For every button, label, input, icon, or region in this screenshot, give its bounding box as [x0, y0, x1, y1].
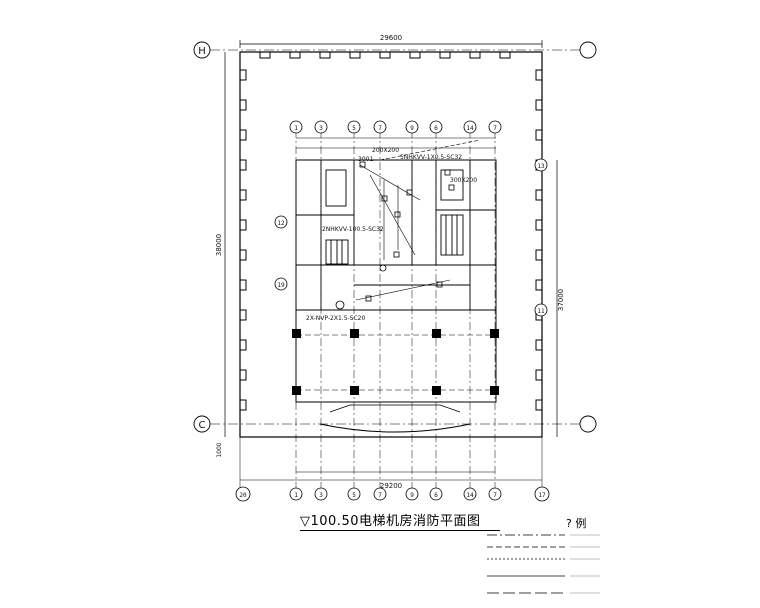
grid-top-label: 7 — [493, 125, 497, 132]
drawing-title: ▽100.50电梯机房消防平面图 — [300, 510, 500, 531]
grid-top-label: 14 — [466, 125, 474, 132]
dim-bottom: 29200 — [380, 482, 402, 490]
grid-top-label: 1 — [294, 125, 298, 132]
grid-right-label: 11 — [537, 308, 545, 315]
grid-left-label: 12 — [277, 220, 285, 227]
equipment-label-2: 200X200 — [372, 147, 399, 154]
grid-top-label: 5 — [352, 125, 356, 132]
grid-label-c: C — [199, 420, 206, 431]
grid-bottom-label: 1 — [294, 492, 298, 499]
grid-bottom-label: 20 — [239, 492, 247, 499]
dim-left: 38000 — [215, 234, 223, 256]
grid-bottom-label: 14 — [466, 492, 474, 499]
legend-title: ? 例 — [566, 517, 587, 530]
grid-bottom-label: 7 — [493, 492, 497, 499]
grid-label-h: H — [198, 46, 206, 57]
building-outline — [239, 51, 543, 438]
grid-bottom-label: 3 — [319, 492, 323, 499]
grid-bubble-c — [193, 415, 211, 433]
grid-bottom-label: 6 — [434, 492, 438, 499]
grid-top-label: 7 — [378, 125, 382, 132]
grid-top-label: 9 — [410, 125, 414, 132]
grid-bottom-label: 17 — [538, 492, 546, 499]
grid-bottom-label: 5 — [352, 492, 356, 499]
cable-label-2: 5NHKVV-1X0.5-SC32 — [400, 154, 462, 161]
grid-bottom-label: 9 — [410, 492, 414, 499]
structural-columns — [292, 329, 499, 395]
dim-top: 29600 — [380, 34, 402, 42]
equipment-label-1: 3001 — [358, 156, 373, 163]
equipment-label-3: 300X200 — [450, 177, 477, 184]
cable-label-1: 2NHKVV-100.5-SC32 — [322, 226, 384, 233]
grid-bubble-h — [193, 41, 211, 59]
dim-right: 37000 — [557, 289, 565, 311]
left-wall-notches — [240, 52, 542, 411]
lower-hall — [295, 309, 497, 403]
cable-label-3: 2X-NVP-2X1.5-SC20 — [306, 315, 365, 322]
grid-right-label: 13 — [537, 163, 545, 170]
grid-left-label: 19 — [277, 282, 285, 289]
grid-top-label: 3 — [319, 125, 323, 132]
grid-top-label: 6 — [434, 125, 438, 132]
dim-left-small: 1000 — [216, 442, 223, 457]
grid-bottom-label: 7 — [378, 492, 382, 499]
